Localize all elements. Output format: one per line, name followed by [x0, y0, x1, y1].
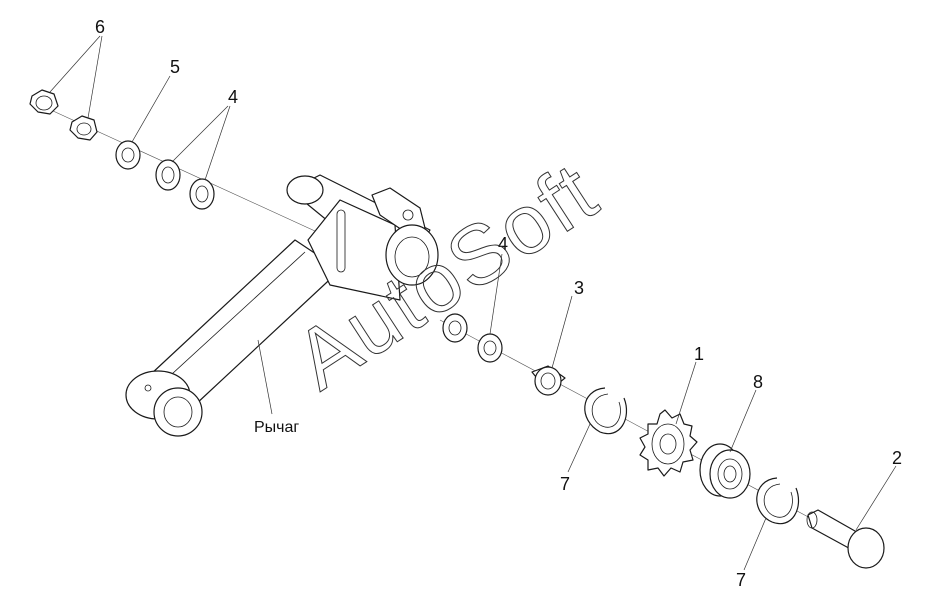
- retaining-ring-right: [756, 477, 800, 525]
- bearing-8: [699, 443, 751, 499]
- callout-7-right: 7: [736, 570, 746, 590]
- callout-2: 2: [892, 448, 902, 468]
- washer-5: [115, 140, 141, 170]
- sprocket-1: [639, 409, 698, 477]
- retaining-ring-left: [584, 387, 628, 435]
- callout-4-top: 4: [228, 87, 238, 107]
- callout-8: 8: [753, 372, 763, 392]
- washer-4-a: [155, 159, 181, 191]
- axle-pin-2: [806, 509, 885, 569]
- callout-6: 6: [95, 17, 105, 37]
- washer-4-c: [477, 333, 503, 363]
- callout-1: 1: [694, 344, 704, 364]
- lever-arm: [125, 174, 439, 437]
- bushing: [442, 313, 468, 343]
- callout-7-left: 7: [560, 474, 570, 494]
- callout-3: 3: [574, 278, 584, 298]
- nut-left: [29, 89, 59, 115]
- callout-4-mid: 4: [498, 234, 508, 254]
- callout-5: 5: [170, 57, 180, 77]
- leader-lines: [49, 35, 897, 571]
- lever-label: Рычаг: [254, 419, 299, 436]
- sleeve-3: [531, 365, 566, 396]
- nut-right: [69, 115, 98, 141]
- washer-4-b: [189, 178, 215, 210]
